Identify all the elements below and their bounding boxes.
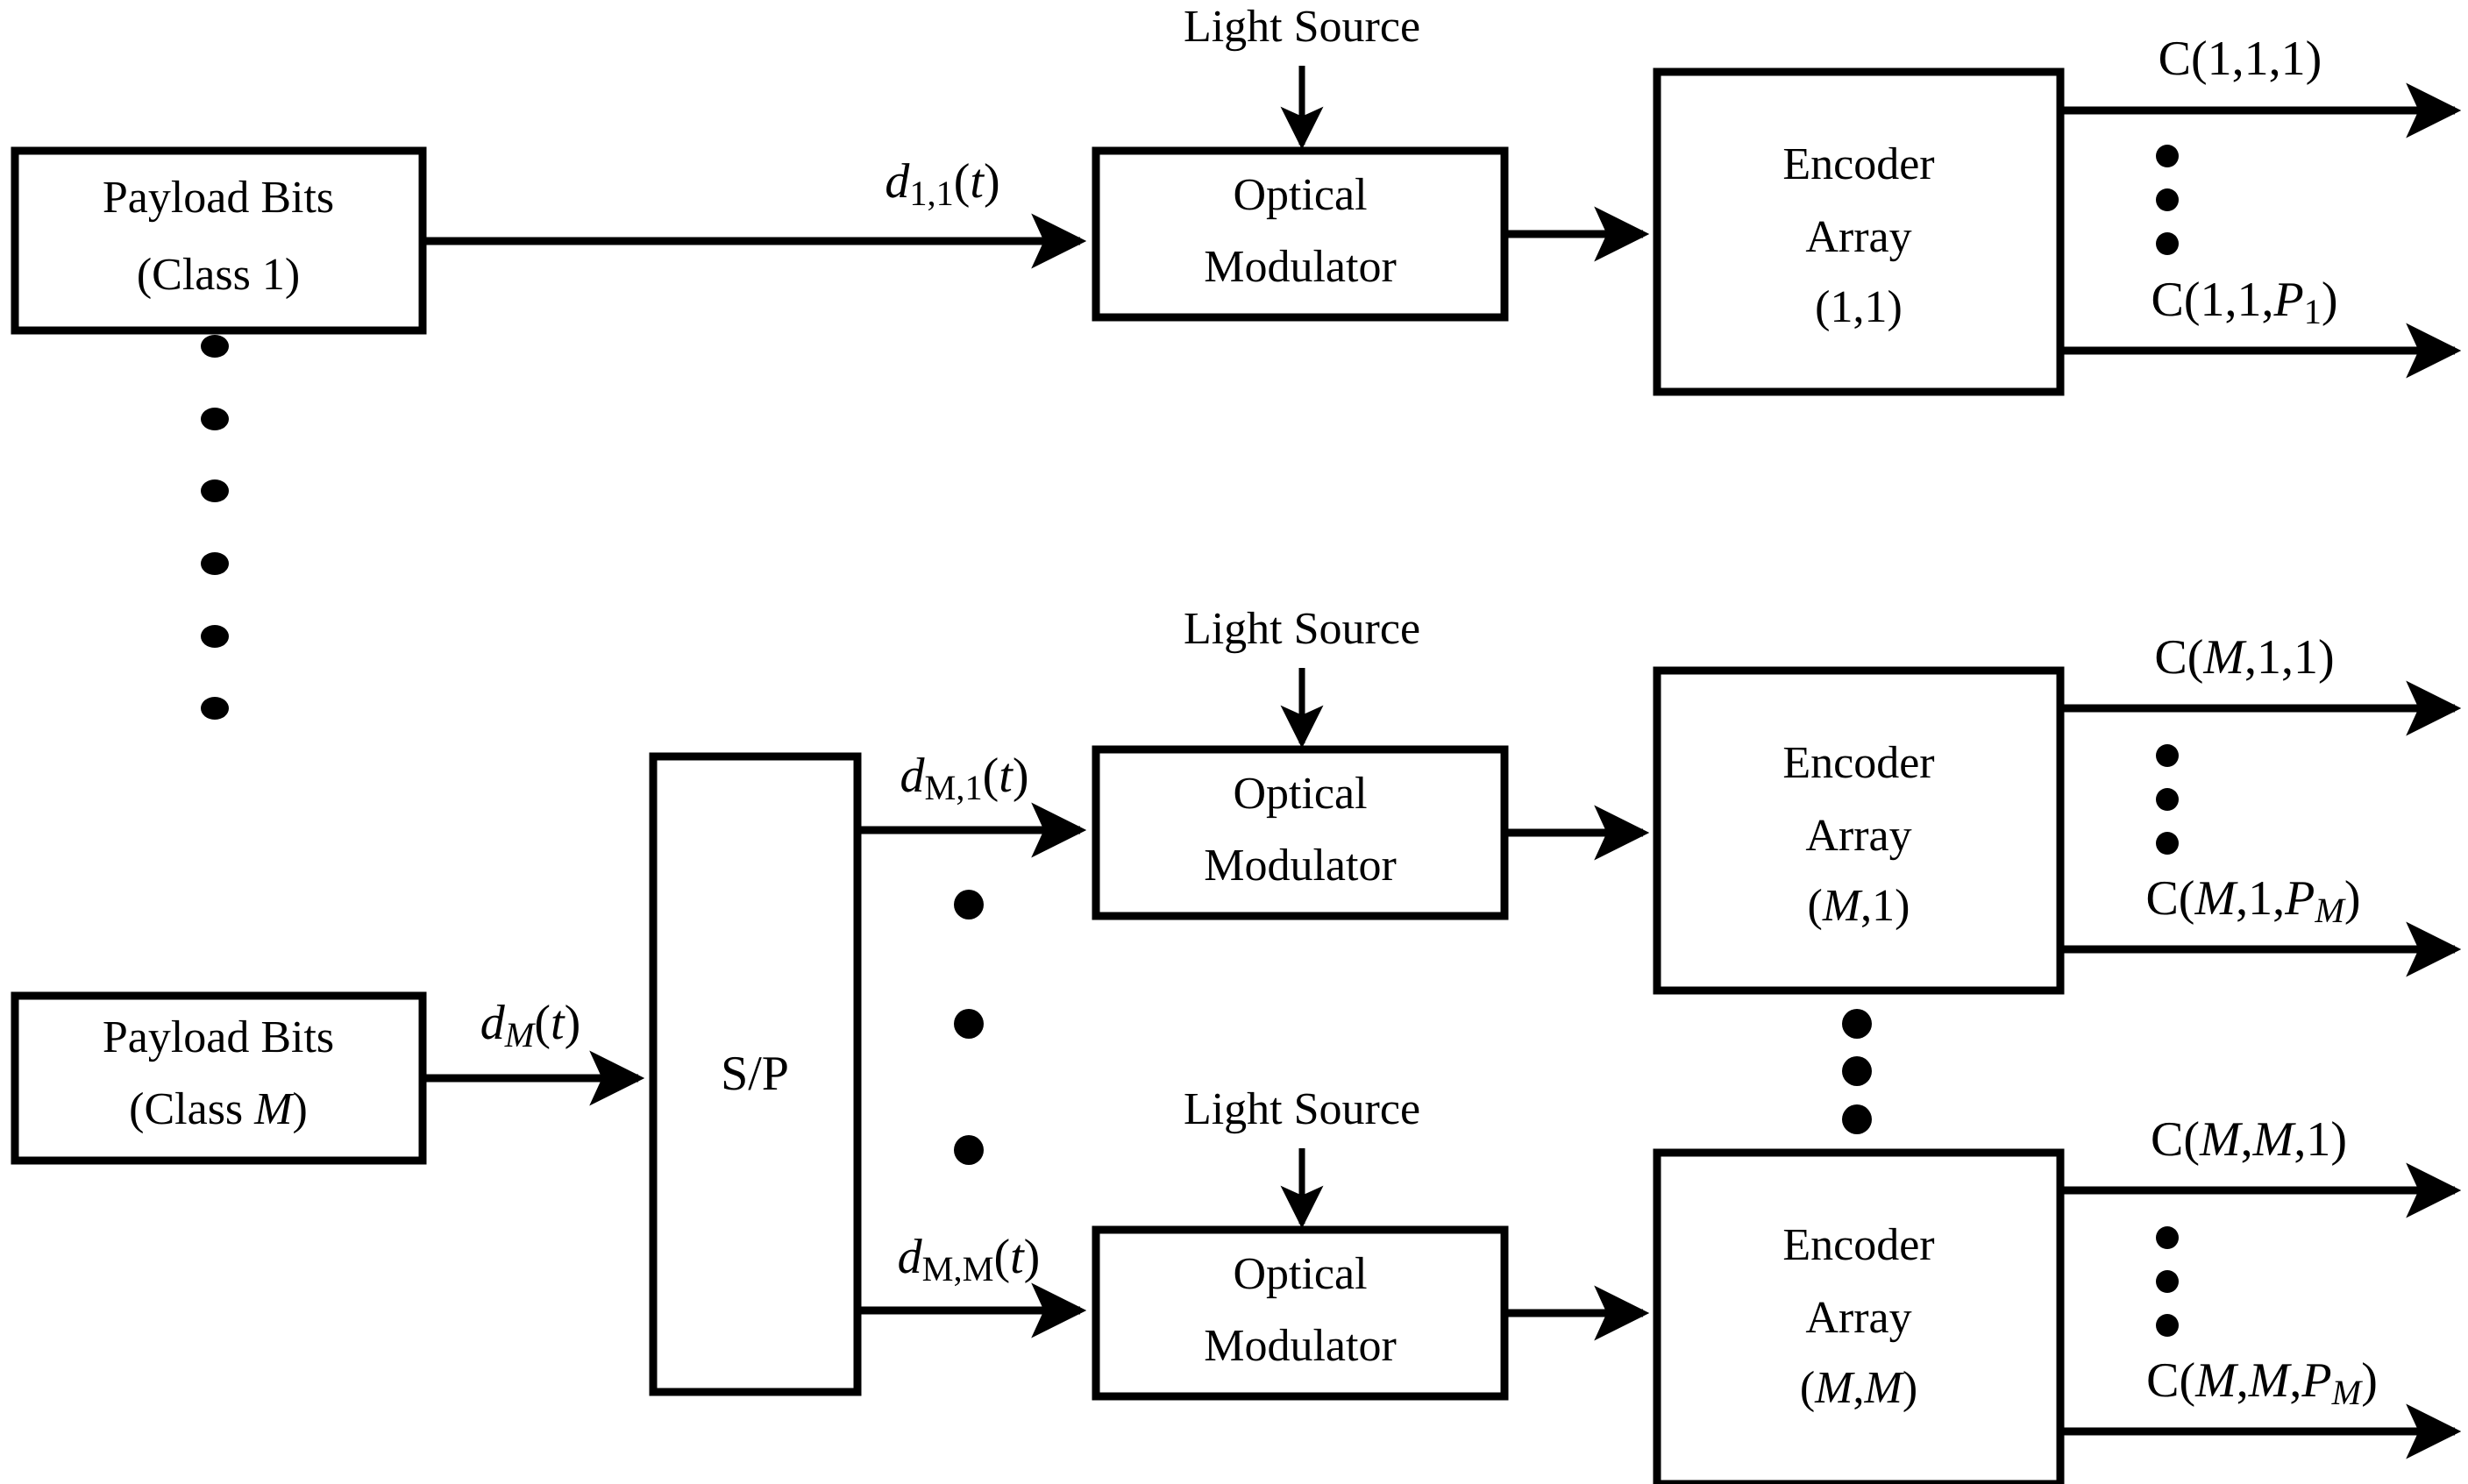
payload-bits-class-1-line2: (Class 1) <box>137 250 300 300</box>
output-label-c-1-1-1: C(1,1,1) <box>2159 32 2322 86</box>
light-source-label-bottom: Light Source <box>1184 1084 1420 1134</box>
encoder-array-mm-line1: Encoder <box>1782 1220 1934 1270</box>
ellipsis-dot <box>2156 1314 2179 1337</box>
payload-bits-class-m-line1: Payload Bits <box>103 1012 334 1062</box>
output-label-c-M-1-1: C(M,1,1) <box>2154 630 2334 685</box>
output-label-c-M-M-PM: C(M,M,PM) <box>2146 1353 2378 1412</box>
encoder-array-11-line3: (1,1) <box>1815 282 1903 332</box>
ellipsis-dot <box>1842 1056 1872 1086</box>
payload-bits-class-1-box <box>11 146 427 335</box>
signal-label-d-M: dM(t) <box>480 996 580 1054</box>
encoder-array-m1-box <box>1653 666 2065 995</box>
payload-bits-class-m-line2: (Class M) <box>129 1084 308 1134</box>
ellipsis-dot <box>954 1009 984 1039</box>
optical-modulator-mm-line2: Modulator <box>1204 1321 1397 1371</box>
serial-parallel-label: S/P <box>721 1047 789 1101</box>
light-source-label-top: Light Source <box>1184 2 1420 52</box>
encoder-array-mm-line3: (M,M) <box>1800 1363 1917 1413</box>
signal-label-d-1-1: d1,1(t) <box>885 154 999 213</box>
encoder-array-11-box <box>1653 67 2065 396</box>
optical-modulator-top-line1: Optical <box>1233 170 1367 220</box>
encoder-array-m1-line2: Array <box>1805 811 1911 861</box>
ellipsis-dot <box>2156 744 2179 767</box>
ellipsis-dot <box>2156 832 2179 855</box>
output-label-c-M-M-1: C(M,M,1) <box>2151 1112 2347 1167</box>
optical-modulator-top-line2: Modulator <box>1204 242 1397 292</box>
output-label-c-1-1-P1: C(1,1,P1) <box>2151 273 2337 331</box>
ellipsis-dot <box>201 479 229 502</box>
payload-bits-class-1-line1: Payload Bits <box>103 173 334 223</box>
ellipsis-dot <box>2156 1226 2179 1249</box>
encoder-array-m1-line1: Encoder <box>1782 738 1934 788</box>
ellipsis-dot <box>2156 232 2179 255</box>
ellipsis-dot <box>201 335 229 358</box>
ellipsis-dot <box>201 408 229 430</box>
encoder-array-m1-line3: (M,1) <box>1808 881 1910 931</box>
encoder-array-mm-line2: Array <box>1805 1293 1911 1343</box>
ellipsis-dot <box>2156 788 2179 811</box>
optical-modulator-m1-line2: Modulator <box>1204 841 1397 891</box>
ellipsis-dot <box>201 625 229 648</box>
ellipsis-dot <box>1842 1104 1872 1134</box>
output-label-c-M-1-PM: C(M,1,PM) <box>2145 871 2360 930</box>
ellipsis-dot <box>954 890 984 920</box>
ellipsis-dot <box>2156 1270 2179 1293</box>
ellipsis-dot <box>201 552 229 575</box>
ellipsis-dot <box>1842 1009 1872 1039</box>
ellipsis-dot <box>2156 188 2179 211</box>
optical-modulator-mm-line1: Optical <box>1233 1249 1367 1299</box>
encoder-array-11-line1: Encoder <box>1782 139 1934 189</box>
ellipsis-dot <box>201 697 229 720</box>
encoder-array-11-line2: Array <box>1805 212 1911 262</box>
ellipsis-dot <box>954 1135 984 1165</box>
optical-modulator-m1-box <box>1092 745 1509 920</box>
serial-parallel-box <box>649 752 862 1396</box>
ellipsis-dot <box>2156 145 2179 167</box>
light-source-label-middle: Light Source <box>1184 604 1420 654</box>
encoder-array-mm-box <box>1653 1148 2065 1484</box>
signal-label-d-M-M: dM,M(t) <box>898 1230 1041 1289</box>
signal-label-d-M-1: dM,1(t) <box>900 749 1029 807</box>
optical-modulator-m1-line1: Optical <box>1233 769 1367 819</box>
